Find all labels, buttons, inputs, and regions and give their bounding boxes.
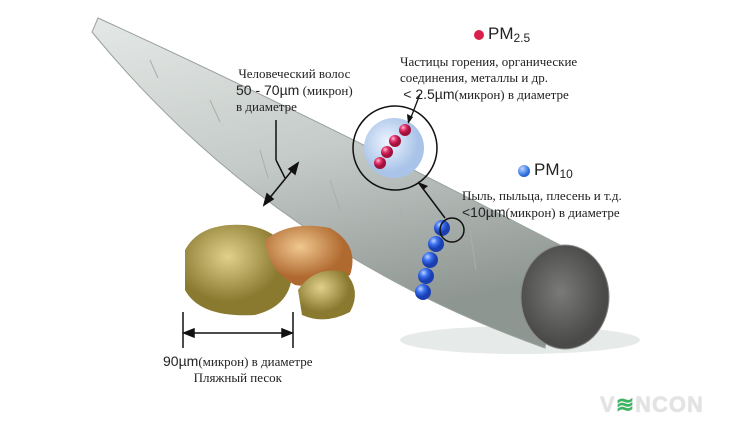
pm10-dot-icon — [518, 164, 530, 177]
logo-e: ≋ — [615, 392, 636, 417]
sand-dimension-arrow — [181, 312, 295, 348]
logo-post: NCON — [635, 392, 704, 417]
hair-size: 50 - 70 — [236, 82, 280, 98]
pm10-title: PM — [534, 160, 560, 179]
sand-label: 90µm(микрон) в диаметре Пляжный песок — [163, 353, 313, 386]
hair-width-arrow — [262, 120, 300, 207]
pm25-sub: 2.5 — [513, 31, 531, 45]
hair-scales — [149, 59, 477, 271]
pm25-heading: PM2.5 — [474, 24, 530, 45]
vencon-logo: V≋NCON — [600, 392, 704, 418]
pm25-particles — [374, 124, 411, 169]
magnify-circle — [352, 105, 438, 191]
hair-cross-section — [520, 244, 610, 350]
pm25-unit: µm — [434, 86, 455, 102]
pm25-suffix: (микрон) в диаметре — [454, 87, 569, 102]
sand-suffix: (микрон) в диаметре — [198, 354, 313, 369]
human-hair — [91, 17, 561, 349]
sand-name: Пляжный песок — [193, 370, 282, 385]
pm10-size: <10 — [462, 204, 486, 220]
pm25-line1: Частицы горения, органические — [400, 54, 578, 69]
pm10-unit: µm — [485, 204, 506, 220]
pm25-title: PM — [488, 24, 514, 43]
sand-unit: µm — [178, 353, 199, 369]
hair-label: Человеческий волос 50 - 70µm (микрон) в … — [236, 66, 353, 115]
pm25-label: Частицы горения, органические соединения… — [400, 54, 577, 103]
sand-size: 90 — [163, 353, 179, 369]
hair-unit-suffix: (микрон) — [302, 83, 353, 98]
logo-pre: V — [600, 392, 616, 417]
pm25-line2: соединения, металлы и др. — [400, 70, 548, 85]
pm10-suffix: (микрон) в диаметре — [505, 205, 620, 220]
pm10-label: Пыль, пыльца, плесень и т.д. <10µm(микро… — [462, 188, 622, 221]
hair-label-line1: Человеческий волос — [238, 66, 351, 81]
pm10-line1: Пыль, пыльца, плесень и т.д. — [462, 188, 622, 203]
beach-sand — [185, 224, 355, 320]
pm10-particles — [415, 220, 450, 300]
pm25-dot-icon — [474, 29, 484, 40]
magnify-lens — [364, 118, 424, 178]
pm25-size: < 2.5 — [403, 86, 435, 102]
pm10-heading: PM10 — [518, 160, 573, 181]
pm10-sub: 10 — [559, 167, 573, 181]
hair-label-line3: в диаметре — [236, 99, 297, 114]
small-magnify-circle — [439, 217, 465, 243]
hair-unit: µm — [279, 82, 300, 98]
